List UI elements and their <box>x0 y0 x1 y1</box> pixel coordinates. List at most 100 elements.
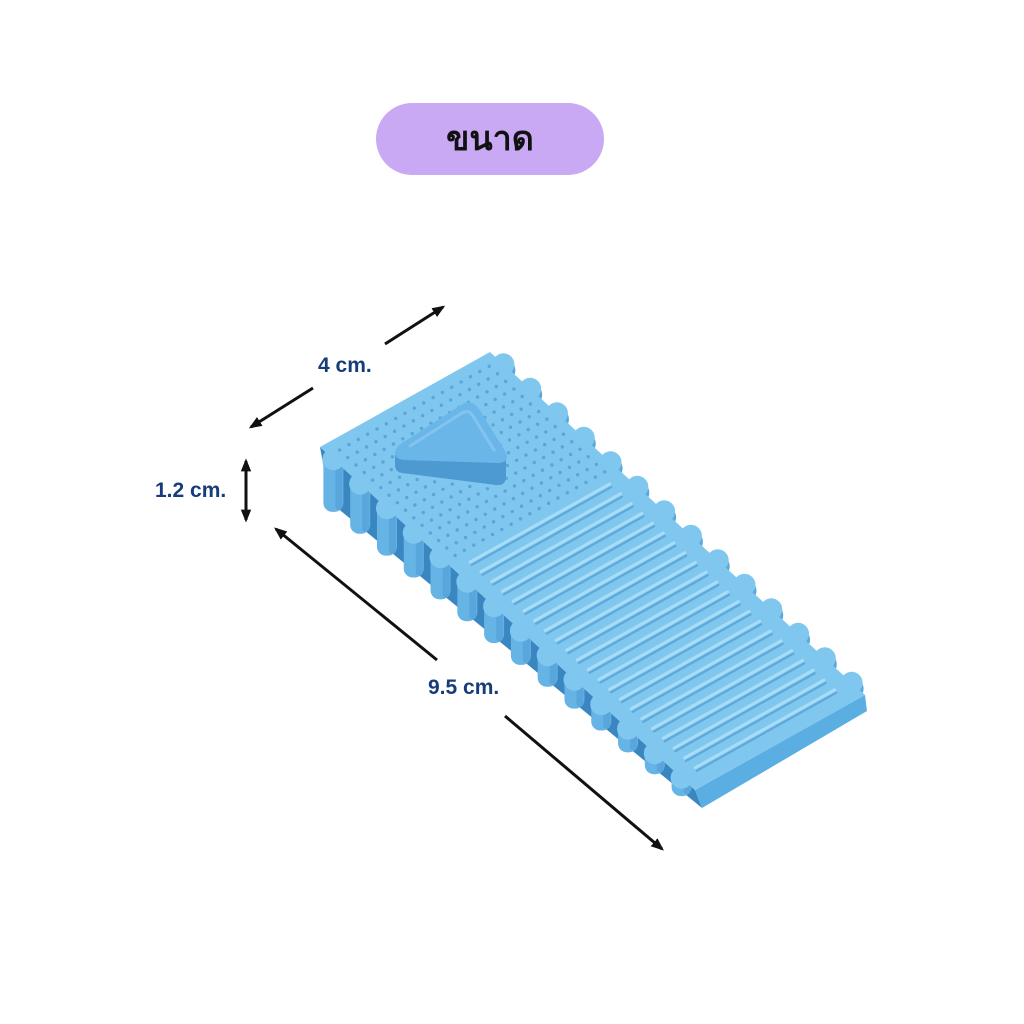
texture-dot <box>544 430 548 434</box>
ridge-shadow <box>620 623 763 704</box>
knob-top <box>395 402 507 463</box>
texture-dot <box>445 546 449 550</box>
texture-dot <box>490 532 495 537</box>
left-edge-bump <box>536 644 559 667</box>
ridge-highlight <box>672 668 815 750</box>
texture-dot <box>449 398 453 402</box>
ridge-highlight <box>693 688 837 770</box>
texture-dot <box>433 480 437 484</box>
texture-dot <box>412 406 417 410</box>
texture-dot <box>585 467 589 472</box>
texture-dot <box>491 423 495 427</box>
texture-dot <box>381 460 385 464</box>
texture-dot <box>552 437 556 442</box>
length-label: 9.5 cm. <box>428 676 500 699</box>
texture-dot <box>578 447 582 451</box>
texture-dot <box>373 452 377 457</box>
texture-dot <box>468 375 473 379</box>
ridge-shadow <box>652 652 795 733</box>
texture-dot <box>372 465 376 469</box>
texture-dot <box>524 453 528 457</box>
texture-dot <box>387 493 391 497</box>
left-edge-bump <box>617 717 640 740</box>
texture-dot <box>510 509 514 514</box>
texture-dot <box>537 506 541 511</box>
texture-dot <box>584 480 588 485</box>
texture-dot <box>412 516 416 520</box>
ridge-highlight <box>543 551 687 633</box>
texture-dot <box>548 488 552 493</box>
texture-dot <box>557 483 561 487</box>
width-arrow-lower-segment <box>248 386 314 429</box>
texture-dot <box>354 463 358 467</box>
texture-dot <box>516 445 520 450</box>
texture-dot <box>566 478 571 482</box>
texture-dot <box>475 505 479 509</box>
texture-dot <box>450 482 454 486</box>
ridge-shadow <box>513 525 656 606</box>
texture-dot <box>456 515 461 519</box>
wedge-scalloped-edges <box>322 353 863 789</box>
ridge-shadow <box>695 691 838 772</box>
texture-dot <box>541 455 546 460</box>
texture-dot <box>537 409 541 414</box>
left-edge-bump <box>670 766 693 789</box>
texture-dot <box>491 520 496 524</box>
front-face-base <box>695 695 867 808</box>
right-edge-bump <box>626 475 649 498</box>
texture-dot <box>550 463 554 467</box>
wedge-front-face <box>695 695 867 808</box>
texture-dot <box>457 502 462 507</box>
door-stopper-wedge <box>320 352 867 808</box>
texture-dot <box>478 369 482 374</box>
texture-dot <box>431 492 436 497</box>
texture-dot <box>500 418 505 422</box>
texture-dot <box>474 517 478 522</box>
right-edge-bump <box>733 573 756 596</box>
ridge-shadow <box>599 603 741 684</box>
ridge-shadow <box>534 544 677 625</box>
texture-dot <box>574 485 579 490</box>
texture-dot <box>390 455 395 459</box>
ridge-highlight <box>479 492 622 574</box>
ridge-shadow <box>545 554 688 635</box>
texture-dot <box>594 462 599 467</box>
texture-dot <box>374 440 378 444</box>
texture-dot <box>346 455 350 460</box>
texture-dot <box>458 490 463 494</box>
ridge-shadow <box>567 574 709 655</box>
texture-dot <box>528 512 532 516</box>
texture-dot <box>515 458 519 462</box>
texture-dot <box>477 382 481 386</box>
texture-dot <box>458 393 462 397</box>
texture-dot <box>503 489 507 493</box>
texture-dot <box>502 502 506 506</box>
texture-dot <box>493 507 497 511</box>
ridge-highlight <box>661 658 805 740</box>
ridge-shadow <box>492 505 634 586</box>
knob-highlight <box>408 410 496 452</box>
texture-dot <box>549 476 553 480</box>
texture-dot <box>436 538 441 543</box>
right-edge-bump <box>706 549 729 572</box>
left-edge-bump <box>402 521 425 544</box>
texture-dot <box>485 390 489 394</box>
texture-dot <box>526 427 530 432</box>
left-edge-bump <box>429 546 452 569</box>
texture-dot <box>448 508 452 512</box>
texture-dot <box>527 415 531 419</box>
texture-dot <box>462 548 467 552</box>
right-edge-bump <box>492 353 515 376</box>
texture-dot <box>513 471 518 475</box>
texture-dot <box>475 395 480 399</box>
texture-dot <box>512 387 516 391</box>
texture-dot <box>337 448 342 452</box>
length-arrow-lower-segment <box>504 714 664 851</box>
texture-dot <box>484 402 488 407</box>
texture-dot <box>494 384 498 389</box>
ridge-shadow <box>470 485 613 567</box>
texture-dot <box>519 504 524 508</box>
ridge-highlight <box>511 521 655 603</box>
ridge-shadow <box>631 632 774 714</box>
texture-dot <box>485 487 490 491</box>
